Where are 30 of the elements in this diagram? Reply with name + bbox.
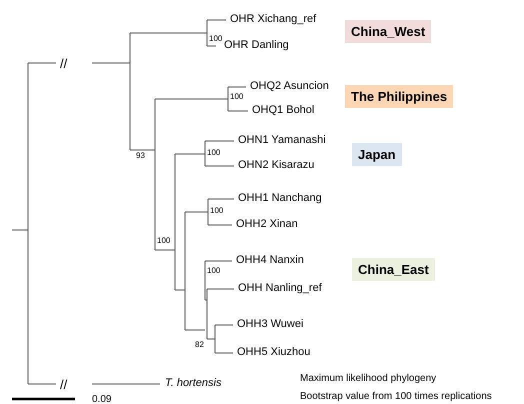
taxon-name: OHN1 Yamanashi — [238, 135, 326, 146]
note-text: Maximum likelihood phylogeny — [300, 374, 436, 384]
taxon-name: OHH1 Nanchang — [238, 193, 322, 204]
taxon-name: OHQ1 Bohol — [252, 105, 314, 116]
taxon-name: OHH3 Wuwei — [237, 319, 304, 330]
taxon-name: OHR Xichang_ref — [230, 14, 316, 25]
scale-value: 0.09 — [92, 395, 112, 404]
taxon-name: OHH5 Xiuzhou — [237, 347, 310, 358]
branch-break-mark: // — [60, 57, 68, 70]
clade-region-label: China_East — [352, 258, 435, 281]
branch-break-mark: // — [60, 378, 68, 391]
taxon-name: OHH4 Nanxin — [236, 255, 304, 266]
clade-region-label: China_West — [345, 20, 432, 43]
bootstrap-value: 100 — [157, 237, 170, 245]
taxon-name: OHH Nanling_ref — [238, 283, 322, 294]
clade-region-label: The Philippines — [345, 85, 454, 108]
bootstrap-value: 100 — [209, 35, 222, 43]
bootstrap-value: 82 — [195, 341, 204, 349]
bootstrap-value: 100 — [230, 93, 244, 101]
bootstrap-value: 100 — [210, 207, 224, 215]
bootstrap-value: 93 — [136, 152, 145, 160]
taxon-name: OHN2 Kisarazu — [238, 160, 314, 171]
taxon-name: OHR Danling — [224, 40, 289, 51]
taxon-name: OHQ2 Asuncion — [250, 81, 329, 92]
taxon-name: OHH2 Xinan — [236, 219, 298, 230]
note-text: Bootstrap value from 100 times replications — [300, 392, 492, 402]
clade-region-label: Japan — [352, 143, 402, 166]
bootstrap-value: 100 — [207, 149, 220, 157]
outgroup-taxon-name: T. hortensis — [165, 378, 222, 389]
bootstrap-value: 100 — [207, 267, 220, 275]
